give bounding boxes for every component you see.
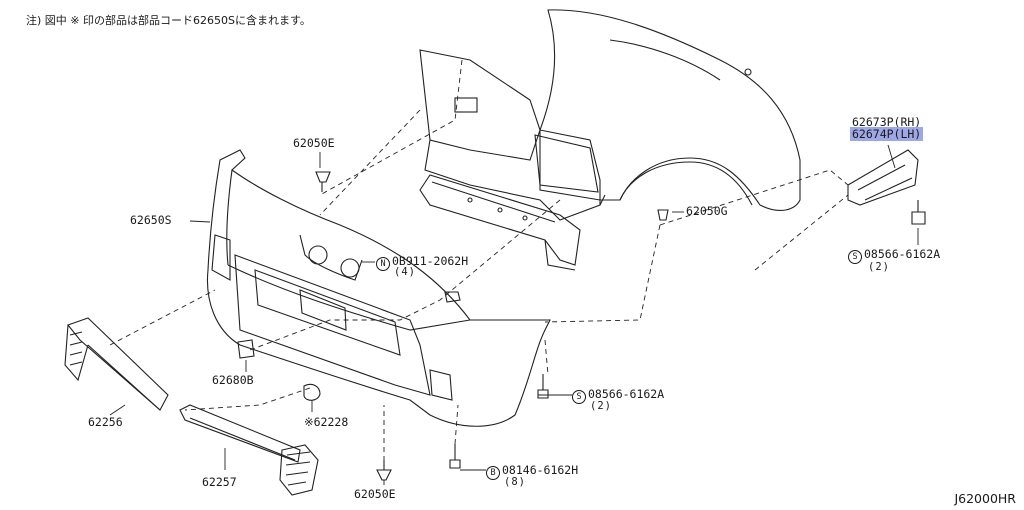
cap-62228 <box>303 383 321 401</box>
b-mark: B <box>486 466 500 480</box>
diagram-code: J62000HR <box>954 491 1016 506</box>
diagram-note: 注) 図中 ※ 印の部品は部品コード62650Sに含まれます。 <box>26 14 311 27</box>
label-62256[interactable]: 62256 <box>88 415 123 429</box>
label-62050e-bottom[interactable]: 62050E <box>354 487 396 501</box>
part-number: 08566-6162A <box>864 247 941 261</box>
radiator-core-support <box>419 49 606 221</box>
qty-08566-mid: (2) <box>590 400 612 412</box>
label-62650s[interactable]: 62650S <box>130 213 172 227</box>
bolt-right <box>911 200 926 225</box>
part-number: 08566-6162A <box>588 387 665 401</box>
label-62050g[interactable]: 62050G <box>686 204 728 218</box>
bumper-reinforcement <box>419 174 581 271</box>
clip-62680b <box>237 339 255 359</box>
label-62680b[interactable]: 62680B <box>212 373 254 387</box>
label-62674p-text: 62674P(LH) <box>850 127 924 141</box>
side-bracket <box>847 149 919 206</box>
label-62257[interactable]: 62257 <box>202 475 237 489</box>
n-mark: N <box>376 257 390 271</box>
s-mark: S <box>572 390 586 404</box>
bolt-bottom <box>449 444 461 469</box>
label-62673p[interactable]: 62673P(RH) <box>852 115 922 129</box>
qty-08566-right: (2) <box>868 261 890 273</box>
label-62228[interactable]: ※62228 <box>304 415 349 429</box>
clip-62050g <box>657 209 669 221</box>
lower-grille <box>179 404 319 496</box>
qty-0b911: (4) <box>394 266 416 278</box>
label-62050e-top[interactable]: 62050E <box>293 136 335 150</box>
left-grille <box>64 317 169 411</box>
qty-08146: (8) <box>504 476 526 488</box>
bolt-mid <box>537 374 549 399</box>
part-number: 08146-6162H <box>502 463 579 477</box>
front-fender <box>539 9 801 211</box>
s-mark: S <box>848 250 862 264</box>
label-62674p[interactable]: 62674P(LH) <box>850 127 924 141</box>
part-number: 0B911-2062H <box>392 254 469 268</box>
fastener-nut <box>444 291 461 303</box>
fastener-clip <box>315 171 331 192</box>
